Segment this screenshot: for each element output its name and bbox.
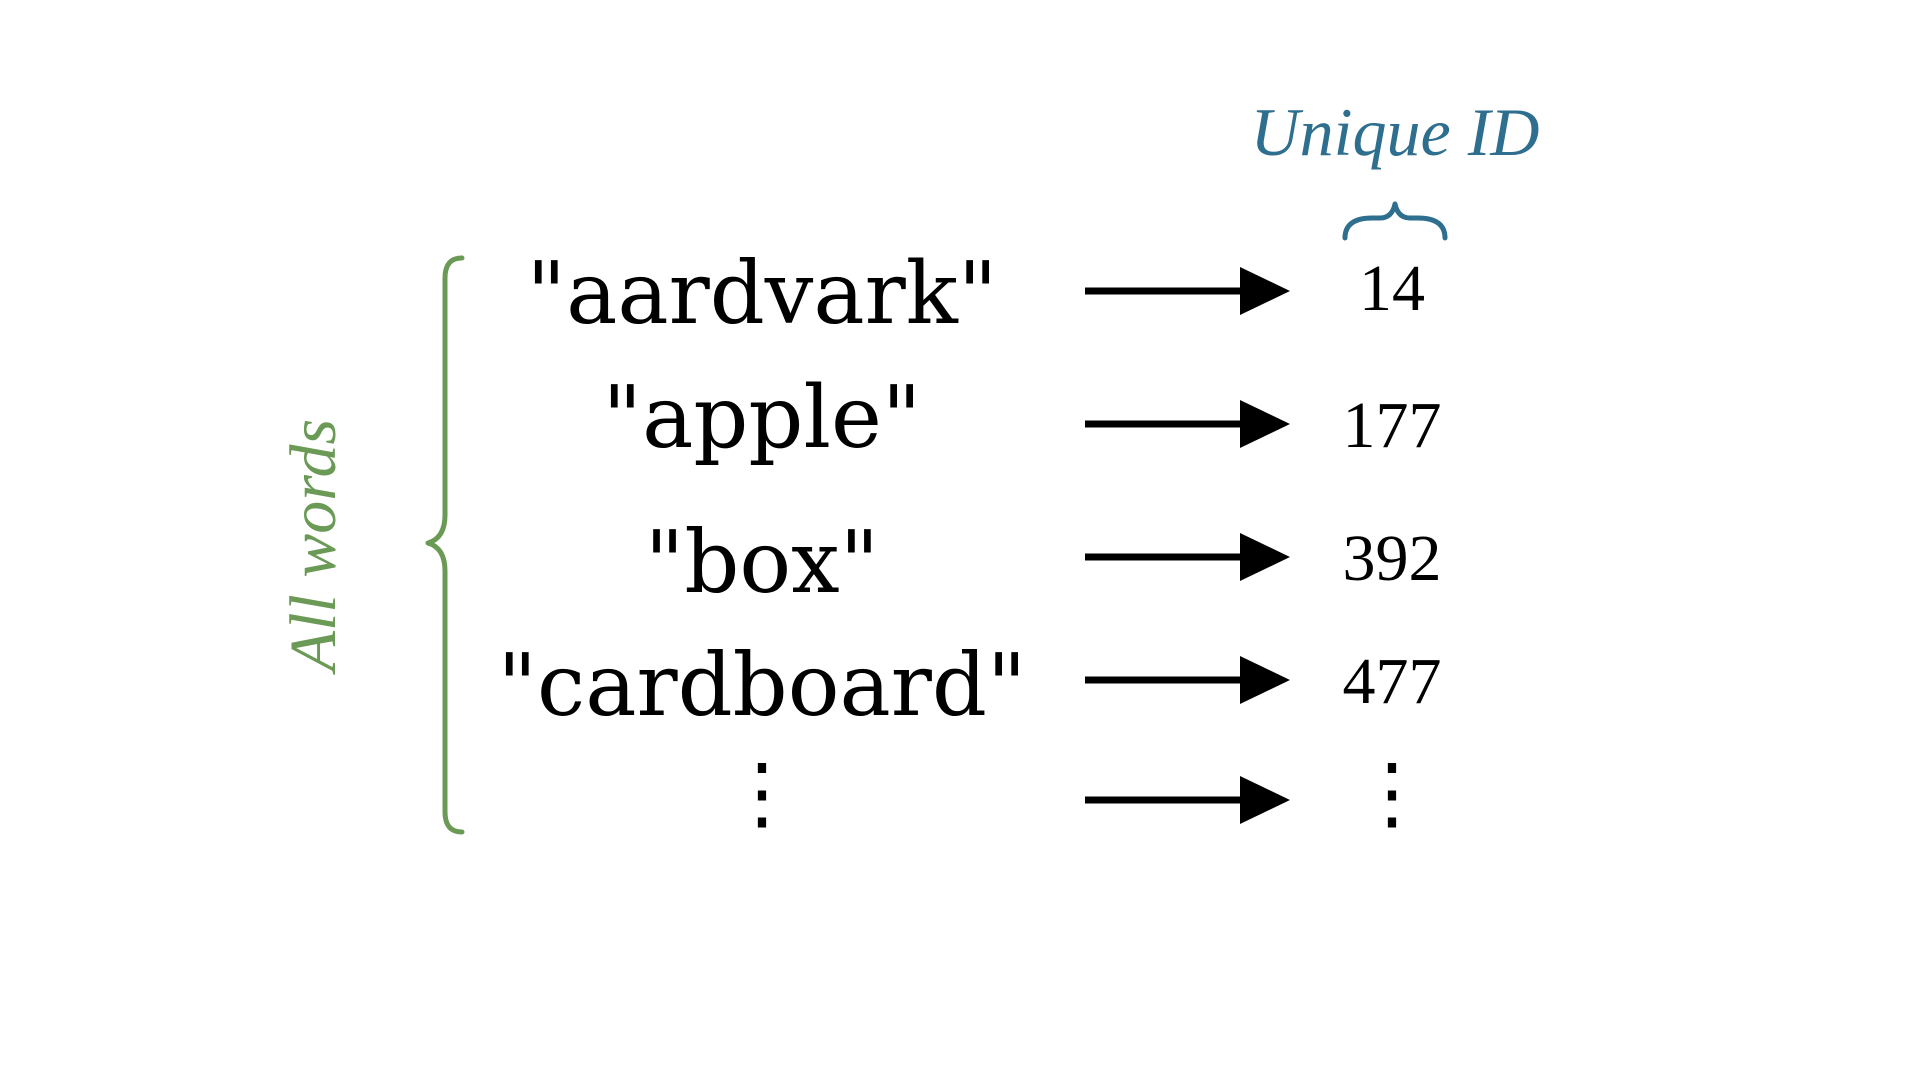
word-ellipsis: ⋮ [722, 746, 802, 839]
id-177: 177 [1343, 389, 1442, 462]
word-cardboard: "cardboard" [498, 636, 1027, 736]
id-14: 14 [1359, 252, 1425, 325]
unique-id-brace [1342, 201, 1448, 241]
word-apple: "apple" [603, 368, 922, 468]
all-words-label: All words [277, 419, 350, 675]
id-392: 392 [1343, 522, 1442, 595]
all-words-brace [425, 255, 465, 835]
arrow-icon [1085, 776, 1290, 824]
id-477: 477 [1343, 645, 1442, 718]
arrow-icon [1085, 656, 1290, 704]
arrow-icon [1085, 400, 1290, 448]
arrow-icon [1085, 533, 1290, 581]
arrow-icon [1085, 267, 1290, 315]
unique-id-label: Unique ID [1251, 94, 1540, 170]
word-aardvark: "aardvark" [527, 244, 998, 344]
id-ellipsis: ⋮ [1352, 746, 1432, 839]
word-box: "box" [645, 513, 879, 613]
